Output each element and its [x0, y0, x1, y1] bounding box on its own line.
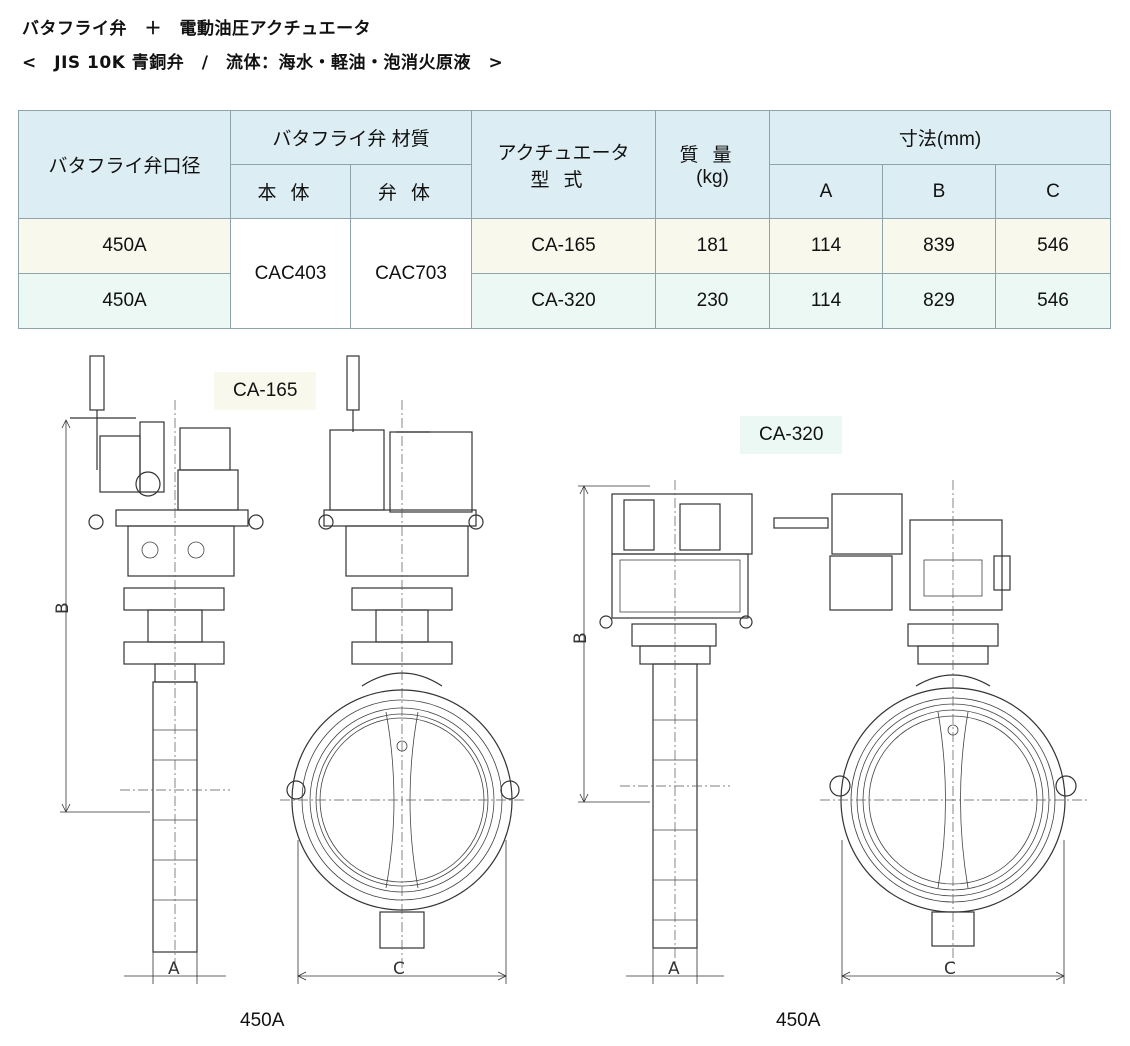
dim-b-label: B: [571, 632, 591, 644]
drawing-caption-ca165: CA-165: [214, 372, 317, 410]
cell-disc-material: CAC703: [350, 218, 472, 329]
cell-dim-c: 546: [994, 218, 1112, 274]
cell-actuator: CA-320: [471, 273, 656, 329]
header-mass-line2: (kg): [696, 167, 729, 188]
cell-actuator: CA-165: [471, 218, 656, 274]
dim-a-label: A: [668, 959, 680, 979]
header-dimensions: 寸法(mm): [768, 110, 1112, 165]
drawing-size-label: 450A: [240, 1010, 285, 1031]
drawing-caption-ca320: CA-320: [740, 416, 843, 454]
dim-c-label: C: [944, 959, 956, 979]
cell-dim-a: 114: [769, 273, 883, 329]
header-actuator-line2: 型式: [530, 169, 597, 191]
drawing-ca320-side-view: B A: [571, 480, 753, 984]
header-valve-material: バタフライ弁 材質: [230, 110, 472, 165]
header-disc: 弁体: [350, 164, 472, 219]
technical-drawings: B A: [53, 355, 1088, 984]
dim-a-label: A: [168, 959, 180, 979]
page-title: バタフライ弁 ＋ 電動油圧アクチュエータ: [22, 19, 372, 39]
cell-size: 450A: [18, 218, 231, 274]
cell-dim-a: 114: [769, 218, 883, 274]
cell-mass: 230: [655, 273, 770, 329]
drawing-ca165-side-view: B A: [53, 355, 264, 984]
cell-mass: 181: [655, 218, 770, 274]
drawing-size-label: 450A: [776, 1010, 821, 1031]
header-mass: 質量 (kg): [655, 110, 770, 219]
header-dim-a: A: [769, 164, 883, 219]
cell-dim-c: 546: [994, 273, 1112, 329]
header-actuator-model: アクチュエータ 型式: [471, 110, 656, 219]
dim-c-label: C: [393, 959, 405, 979]
dim-b-label: B: [53, 602, 73, 614]
drawing-ca165-front-view: C: [280, 355, 526, 984]
header-dim-c: C: [994, 164, 1112, 219]
cell-dim-b: 829: [882, 273, 996, 329]
header-body: 本体: [230, 164, 351, 219]
header-mass-line1: 質量: [679, 145, 746, 166]
cell-size: 450A: [18, 273, 231, 329]
cell-body-material: CAC403: [230, 218, 351, 329]
spec-table: バタフライ弁口径 バタフライ弁 材質 アクチュエータ 型式 質量 (kg) 寸法…: [18, 110, 1112, 329]
cell-dim-b: 839: [882, 218, 996, 274]
header-actuator-line1: アクチュエータ: [497, 142, 630, 164]
header-dim-b: B: [882, 164, 996, 219]
header-valve-size: バタフライ弁口径: [18, 110, 231, 219]
drawing-ca320-front-view: C: [773, 480, 1088, 984]
page-subtitle: < JIS 10K 青銅弁 / 流体：海水・軽油・泡消火原液 >: [22, 53, 504, 73]
